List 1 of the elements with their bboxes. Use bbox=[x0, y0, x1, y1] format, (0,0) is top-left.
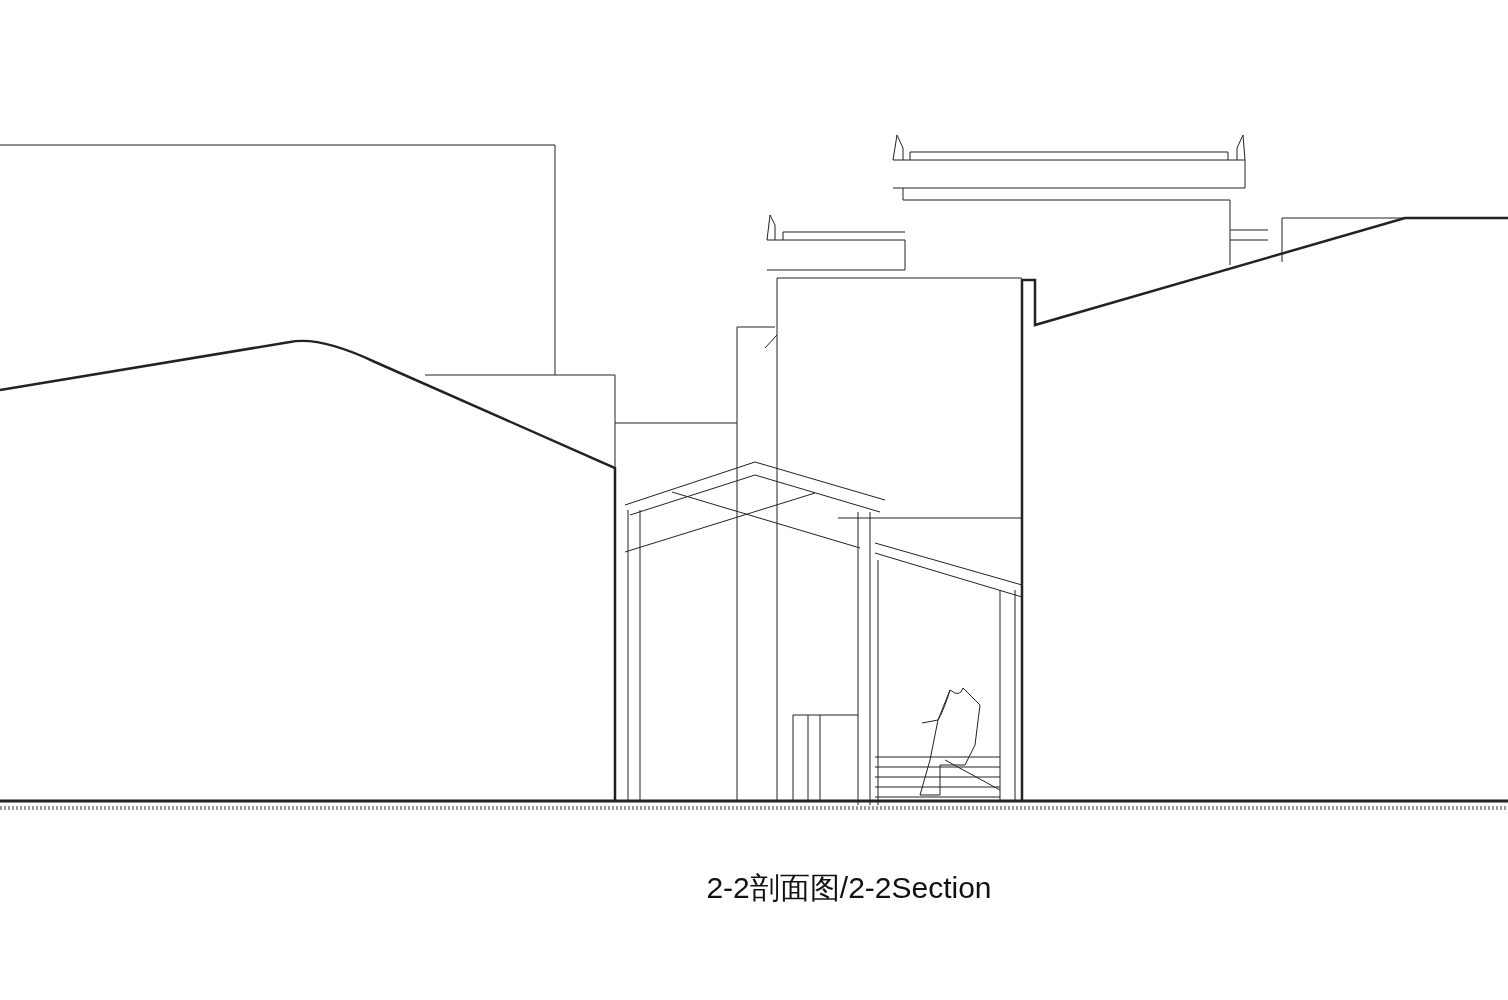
drawing-caption: 2-2剖面图/2-2Section bbox=[705, 870, 993, 906]
